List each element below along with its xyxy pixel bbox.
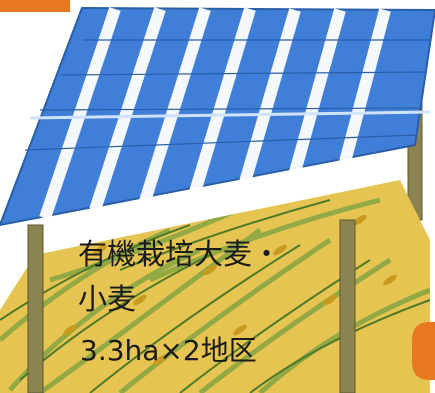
area-label: 3.3ha×2地区 (80, 334, 257, 367)
orange-corner-tab (0, 0, 70, 12)
solar-panel-array (0, 6, 435, 227)
crop-label-line2: 小麦 (78, 282, 137, 316)
front-post-left (27, 224, 44, 393)
front-post-right (339, 219, 356, 393)
crop-label-line1: 有機栽培大麦・ (78, 237, 282, 271)
orange-pill (412, 322, 435, 380)
